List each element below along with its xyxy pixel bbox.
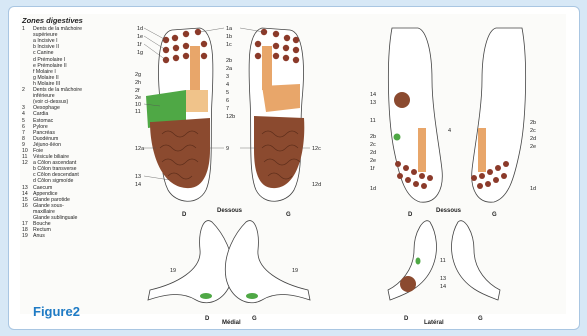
svg-text:2d: 2d [370, 150, 376, 156]
svg-text:2g: 2g [135, 72, 141, 78]
svg-text:4: 4 [226, 82, 229, 88]
svg-text:4: 4 [448, 128, 451, 134]
svg-text:2e: 2e [135, 95, 141, 101]
svg-text:1c: 1c [226, 42, 232, 48]
svg-text:2b: 2b [370, 134, 376, 140]
svg-text:2a: 2a [226, 66, 233, 72]
medial-feet [148, 221, 310, 303]
svg-text:2f: 2f [135, 88, 140, 94]
esophagus-zone-dorsum-left [478, 128, 486, 172]
figure-label: Figure2 [33, 304, 80, 319]
esophagus-zone-left [262, 46, 272, 90]
svg-text:2e: 2e [370, 158, 376, 164]
caption-d-4: D [404, 316, 409, 322]
svg-text:12b: 12b [226, 114, 235, 120]
svg-text:1g: 1g [137, 50, 143, 56]
svg-text:11: 11 [370, 118, 376, 124]
caption-g-3: G [252, 316, 257, 322]
svg-text:1d: 1d [137, 26, 143, 32]
caption-medial: Médial [222, 320, 241, 326]
gallbladder-zone-lateral [416, 258, 421, 265]
label-anus-left: 19 [292, 268, 298, 274]
rectum-zone-right [200, 293, 212, 299]
svg-text:6: 6 [226, 98, 229, 104]
svg-text:13: 13 [135, 174, 141, 180]
svg-text:14: 14 [135, 182, 141, 188]
svg-text:9: 9 [226, 146, 229, 152]
svg-text:11: 11 [135, 109, 141, 115]
svg-text:2c: 2c [370, 142, 376, 148]
svg-text:12c: 12c [312, 146, 321, 152]
svg-text:1b: 1b [226, 34, 232, 40]
caption-dessous-2: Dessous [436, 208, 462, 214]
label-13-lateral: 13 [440, 276, 446, 282]
caption-d-3: D [205, 316, 210, 322]
svg-text:2h: 2h [135, 80, 141, 86]
svg-text:12a: 12a [135, 146, 145, 152]
svg-text:14: 14 [370, 92, 376, 98]
svg-text:2e: 2e [530, 144, 536, 150]
caption-dessous-1: Dessous [217, 208, 243, 214]
label-14-lateral: 14 [440, 284, 446, 290]
esophagus-zone-dorsum-right [418, 128, 426, 172]
caption-g-2: G [492, 212, 497, 218]
svg-text:2b: 2b [226, 58, 232, 64]
intestine-zone-right [150, 118, 210, 188]
svg-text:2c: 2c [530, 128, 536, 134]
svg-text:1e: 1e [137, 34, 143, 40]
svg-text:5: 5 [226, 90, 229, 96]
caecum-zone-lateral [400, 276, 416, 292]
svg-text:1d: 1d [370, 186, 376, 192]
rectum-zone-left [246, 293, 258, 299]
svg-text:12d: 12d [312, 182, 321, 188]
svg-text:3: 3 [226, 74, 229, 80]
gallbladder-zone [394, 134, 401, 141]
svg-text:1a: 1a [226, 26, 233, 32]
svg-text:2b: 2b [530, 120, 536, 126]
caption-lateral: Latéral [424, 320, 444, 326]
pancreas-zone [186, 90, 208, 112]
svg-text:10: 10 [135, 102, 141, 108]
svg-text:2d: 2d [530, 136, 536, 142]
svg-text:13: 13 [370, 100, 376, 106]
caecum-zone [394, 92, 410, 108]
svg-text:7: 7 [226, 106, 229, 112]
svg-text:1f: 1f [137, 42, 142, 48]
esophagus-zone-right [190, 46, 200, 90]
caption-g-4: G [478, 316, 483, 322]
caption-d-1: D [182, 212, 187, 218]
svg-text:1f: 1f [370, 166, 375, 172]
caption-g-1: G [286, 212, 291, 218]
label-11-lateral: 11 [440, 258, 446, 264]
stomach-zone [262, 84, 300, 112]
label-anus-right: 19 [170, 268, 176, 274]
caption-d-2: D [408, 212, 413, 218]
svg-text:1d: 1d [530, 186, 536, 192]
